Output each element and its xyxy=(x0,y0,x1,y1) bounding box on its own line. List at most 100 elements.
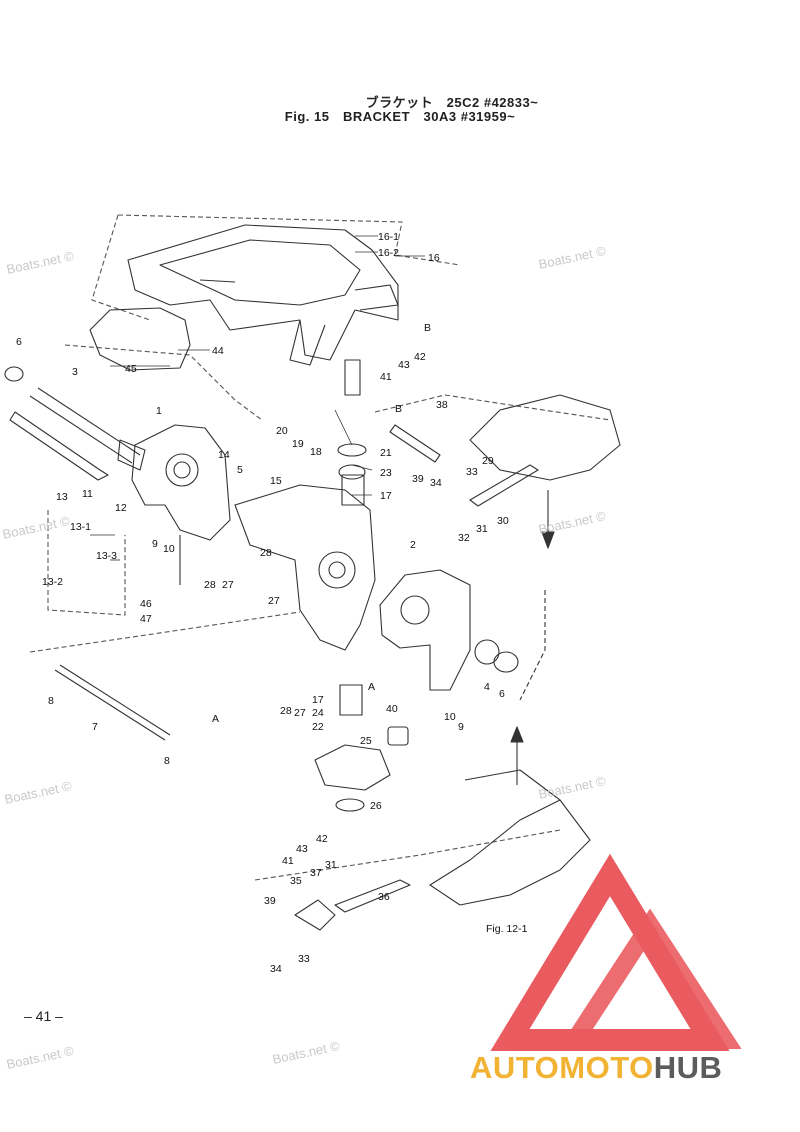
label-23: 23 xyxy=(380,467,392,479)
label-5: 5 xyxy=(237,464,243,476)
bushing-17-lower xyxy=(339,684,363,716)
label-47: 47 xyxy=(140,613,152,625)
logo-text-auto: AUTOMOTO xyxy=(470,1050,654,1085)
label-41-lower: 41 xyxy=(282,855,294,867)
group-outline-lower xyxy=(254,829,561,881)
label-44: 44 xyxy=(212,345,224,357)
swivel-bracket xyxy=(127,224,399,366)
group-outline-upper xyxy=(117,214,461,266)
label-B-right: B xyxy=(395,403,402,415)
nut-6-right xyxy=(493,651,519,673)
label-14: 14 xyxy=(218,449,230,461)
lower-unit-fig-12-1 xyxy=(429,799,591,906)
label-27-lower: 27 xyxy=(294,707,306,719)
group-outline-13 xyxy=(47,510,126,616)
label-12: 12 xyxy=(115,502,127,514)
label-42-upper: 42 xyxy=(414,351,426,363)
leader-8 xyxy=(29,611,301,653)
rod-7 xyxy=(54,669,166,741)
label-34-lower: 34 xyxy=(270,963,282,975)
label-7: 7 xyxy=(92,721,98,733)
label-fig-12-1: Fig. 12-1 xyxy=(486,923,528,935)
label-27-left: 27 xyxy=(222,579,234,591)
label-32: 32 xyxy=(458,532,470,544)
label-6-upper: 6 xyxy=(16,336,22,348)
automotohub-logo-text: AUTOMOTOHUB xyxy=(470,1050,722,1086)
label-37: 37 xyxy=(310,867,322,879)
label-20: 20 xyxy=(276,425,288,437)
rod-38 xyxy=(389,424,441,463)
label-39-lower: 39 xyxy=(264,895,276,907)
label-21: 21 xyxy=(380,447,392,459)
page-number: – 41 – xyxy=(24,1008,63,1024)
group-outline-mid xyxy=(64,344,263,421)
group-outline-right xyxy=(374,394,611,421)
label-24: 24 xyxy=(312,707,324,719)
label-36: 36 xyxy=(378,891,390,903)
label-9-left: 9 xyxy=(152,538,158,550)
label-4: 4 xyxy=(484,681,490,693)
label-8-upper: 8 xyxy=(48,695,54,707)
washer-26 xyxy=(335,798,365,812)
label-22: 22 xyxy=(312,721,324,733)
label-3: 3 xyxy=(72,366,78,378)
label-18: 18 xyxy=(310,446,322,458)
label-41-upper: 41 xyxy=(380,371,392,383)
washer-21 xyxy=(337,443,367,457)
label-16-2: 16-2 xyxy=(378,247,399,259)
label-27-mid: 27 xyxy=(268,595,280,607)
label-15: 15 xyxy=(270,475,282,487)
label-1: 1 xyxy=(156,405,162,417)
clamp-bracket-2 xyxy=(379,569,471,691)
label-19: 19 xyxy=(292,438,304,450)
pad-40 xyxy=(387,726,409,746)
label-33-lower: 33 xyxy=(298,953,310,965)
label-43-upper: 43 xyxy=(398,359,410,371)
group-outline-left xyxy=(91,214,151,321)
label-17-upper: 17 xyxy=(380,490,392,502)
label-16: 16 xyxy=(428,252,440,264)
label-29: 29 xyxy=(482,455,494,467)
bushing-4 xyxy=(474,639,500,665)
mount-assembly-right xyxy=(469,394,621,481)
label-33-upper: 33 xyxy=(466,466,478,478)
label-38: 38 xyxy=(436,399,448,411)
label-26: 26 xyxy=(370,800,382,812)
label-11: 11 xyxy=(82,488,93,500)
label-46: 46 xyxy=(140,598,152,610)
figure-title-jp: ブラケット 25C2 #42833~ xyxy=(365,95,539,110)
label-34-upper: 34 xyxy=(430,477,442,489)
label-13-1: 13-1 xyxy=(70,521,91,533)
figure-title-en: Fig. 15 BRACKET 30A3 #31959~ xyxy=(284,109,516,124)
bolt-36 xyxy=(334,879,411,913)
label-10-right: 10 xyxy=(444,711,456,723)
label-16-1: 16-1 xyxy=(378,231,399,243)
plate-44 xyxy=(89,307,191,371)
label-30: 30 xyxy=(497,515,509,527)
label-25: 25 xyxy=(360,735,372,747)
label-10-left: 10 xyxy=(163,543,175,555)
mount-rubber-35 xyxy=(294,899,336,931)
rod-11 xyxy=(9,411,109,481)
label-9-right: 9 xyxy=(458,721,464,733)
label-8-lower: 8 xyxy=(164,755,170,767)
label-39-upper: 39 xyxy=(412,473,424,485)
label-45: 45 xyxy=(125,363,137,375)
label-28-mid: 28 xyxy=(260,547,272,559)
label-6-right: 6 xyxy=(499,688,505,700)
label-13-2: 13-2 xyxy=(42,576,63,588)
shaft-3 xyxy=(29,387,146,471)
bolt-30 xyxy=(469,464,539,507)
label-31-lower: 31 xyxy=(325,859,337,871)
swivel-housing-15 xyxy=(234,474,376,651)
lower-mount-25 xyxy=(314,744,391,791)
clamp-bracket-1 xyxy=(131,424,231,585)
label-A-upper: A xyxy=(368,681,375,693)
logo-text-hub: HUB xyxy=(653,1050,723,1085)
label-13-3: 13-3 xyxy=(96,550,117,562)
label-40: 40 xyxy=(386,703,398,715)
label-43-lower: 43 xyxy=(296,843,308,855)
label-B-upper: B xyxy=(424,322,431,334)
label-13: 13 xyxy=(56,491,68,503)
